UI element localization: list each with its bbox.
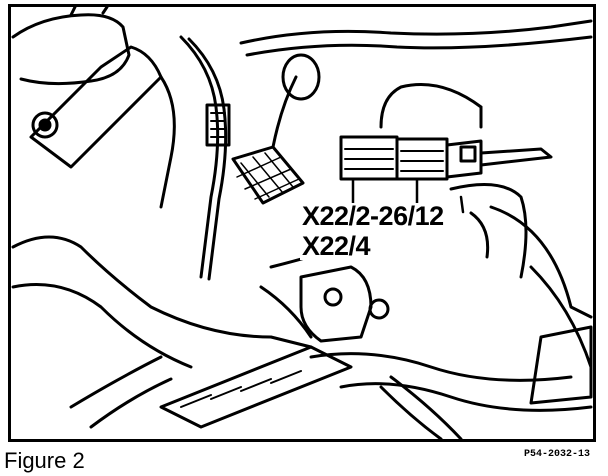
connector-label-x22-2-26-12: X22/2-26/12 bbox=[300, 201, 446, 231]
pedal-pad bbox=[231, 145, 305, 205]
upper-left-housing bbox=[11, 13, 131, 86]
right-support-block bbox=[529, 325, 593, 405]
lower-curved-panel bbox=[11, 235, 313, 349]
engine-bay-line-drawing bbox=[11, 7, 593, 439]
leader-line-3 bbox=[459, 195, 465, 214]
bottom-ridged-rail bbox=[159, 345, 353, 429]
figure-frame bbox=[8, 4, 596, 442]
bolt-head bbox=[31, 111, 59, 139]
lever-arm bbox=[29, 45, 163, 169]
plug-connector-left bbox=[205, 103, 231, 147]
figure-reference-code: P54-2032-13 bbox=[521, 449, 592, 460]
round-knob bbox=[281, 53, 321, 101]
connector-block-x22 bbox=[339, 135, 553, 181]
figure-caption: Figure 2 bbox=[4, 448, 85, 473]
connector-label-x22-4: X22/4 bbox=[300, 231, 373, 261]
mounting-bracket bbox=[299, 265, 373, 343]
